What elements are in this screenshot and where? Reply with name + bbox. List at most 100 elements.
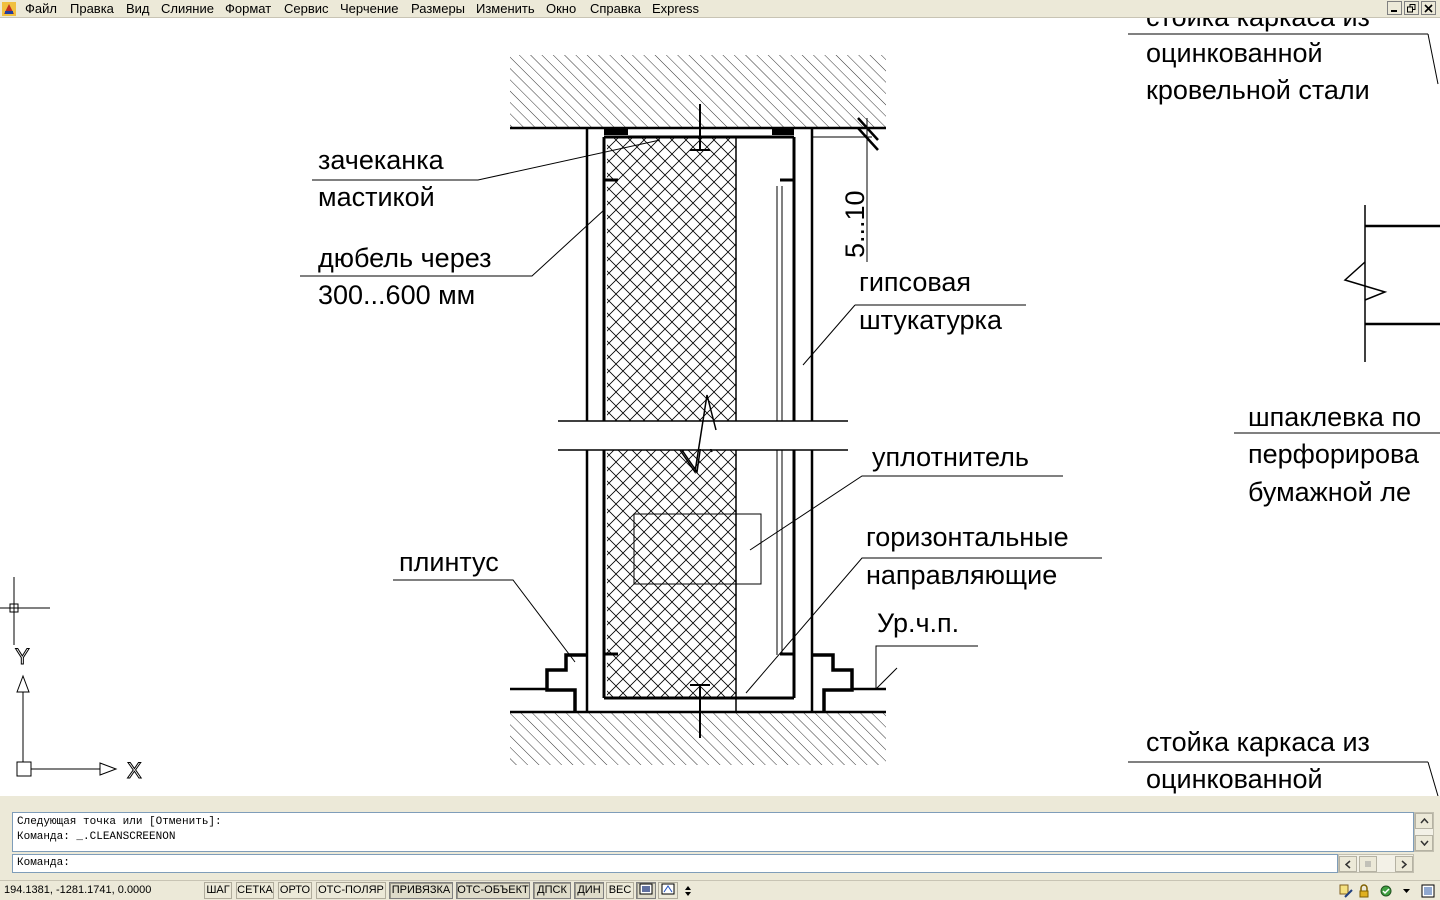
menu-service[interactable]: Сервис — [284, 1, 329, 16]
model-icon — [639, 883, 653, 895]
command-area: Следующая точка или [Отменить]: Команда:… — [0, 796, 1440, 880]
layout-toggle[interactable] — [658, 882, 678, 899]
minimize-button[interactable] — [1387, 1, 1402, 15]
label-uplotnitel: уплотнитель — [872, 442, 1029, 472]
status-menu-arrow[interactable] — [680, 883, 696, 898]
insulation-lower — [607, 450, 736, 698]
scroll-down-button[interactable] — [1415, 835, 1433, 851]
label-top-right-2: оцинкованной — [1146, 38, 1323, 68]
label-gorizont-1: горизонтальные — [866, 522, 1069, 552]
leader-lines — [300, 33, 1440, 796]
polar-toggle[interactable]: ОТС-ПОЛЯР — [316, 882, 386, 899]
chevron-down-icon — [1402, 888, 1410, 893]
model-toggle[interactable] — [636, 882, 656, 899]
command-vertical-scrollbar[interactable] — [1414, 812, 1434, 852]
chevron-left-icon — [1345, 859, 1351, 869]
command-prompt: Команда: — [17, 857, 70, 869]
command-horizontal-scrollbar[interactable] — [1338, 854, 1414, 873]
label-top-right-1: стойка каркаса из — [1146, 18, 1370, 32]
window-controls — [1387, 1, 1436, 15]
scroll-left-button[interactable] — [1339, 856, 1357, 872]
label-zachekanka-1: зачеканка — [318, 145, 445, 175]
dimension-label: 5...10 — [840, 190, 870, 258]
lock-button[interactable] — [1356, 883, 1372, 898]
ducs-toggle[interactable]: ДПСК — [533, 882, 571, 899]
chevron-right-icon — [1401, 859, 1407, 869]
ortho-toggle[interactable]: ОРТО — [278, 882, 312, 899]
close-button[interactable] — [1421, 1, 1436, 15]
status-bar: 194.1381, -1281.1741, 0.0000 ШАГ СЕТКА О… — [0, 880, 1440, 900]
label-dubel-2: 300...600 мм — [318, 280, 475, 310]
otrack-toggle[interactable]: ОТС-ОБЪЕКТ — [456, 882, 530, 899]
scroll-right-button[interactable] — [1395, 856, 1413, 872]
chevron-down-icon — [1419, 840, 1429, 846]
grip-icon — [1365, 861, 1371, 867]
menu-view[interactable]: Вид — [126, 1, 150, 16]
clean-screen-icon — [1421, 884, 1435, 897]
menu-modify[interactable]: Изменить — [476, 1, 535, 16]
snap-toggle[interactable]: ШАГ — [204, 882, 232, 899]
insulation-upper — [607, 137, 736, 421]
grid-toggle[interactable]: СЕТКА — [236, 882, 274, 899]
wall-layers — [585, 104, 814, 738]
label-shpaklevka-3: бумажной ле — [1248, 477, 1411, 507]
autocad-app-icon[interactable] — [2, 2, 16, 16]
layout-icon — [661, 883, 675, 895]
command-input[interactable]: Команда: — [12, 854, 1338, 873]
coordinates-readout[interactable]: 194.1381, -1281.1741, 0.0000 — [4, 884, 152, 896]
arrows-icon — [685, 885, 691, 896]
ucs-y-label: Y — [15, 644, 30, 669]
command-history[interactable]: Следующая точка или [Отменить]: Команда:… — [12, 812, 1414, 852]
menu-express[interactable]: Express — [652, 1, 699, 16]
label-gipsovaya-1: гипсовая — [859, 267, 971, 297]
ucs-x-label: X — [127, 758, 142, 783]
dimension-gap — [812, 117, 879, 262]
menu-dimensions[interactable]: Размеры — [411, 1, 466, 16]
restore-button[interactable] — [1404, 1, 1419, 15]
label-top-right-3: кровельной стали — [1146, 75, 1370, 105]
command-history-line: Команда: _.CLEANSCREENON — [17, 831, 176, 843]
restore-icon — [1407, 3, 1416, 12]
menu-window[interactable]: Окно — [546, 1, 577, 16]
lock-icon — [1359, 883, 1369, 897]
close-icon — [1424, 3, 1433, 13]
command-history-line: Следующая точка или [Отменить]: — [17, 816, 222, 828]
floor-slab-hatch — [510, 713, 886, 765]
label-gorizont-2: направляющие — [866, 560, 1057, 590]
scroll-thumb[interactable] — [1359, 856, 1377, 872]
osnap-toggle[interactable]: ПРИВЯЗКА — [389, 882, 453, 899]
baseboards — [545, 653, 854, 712]
menu-file[interactable]: Файл — [25, 1, 57, 16]
label-plintus: плинтус — [399, 547, 499, 577]
tray-menu-arrow[interactable] — [1398, 883, 1414, 898]
annotation-scale-button[interactable] — [1338, 883, 1354, 898]
annotation-icon — [1339, 884, 1353, 898]
menu-merge[interactable]: Слияние — [161, 1, 214, 16]
lineweight-toggle[interactable]: ВЕС — [606, 882, 634, 899]
menu-bar: Файл Правка Вид Слияние Формат Сервис Че… — [0, 0, 1440, 18]
break-line — [558, 394, 848, 475]
menu-draw[interactable]: Черчение — [340, 1, 399, 16]
label-urchp: Ур.ч.п. — [877, 608, 959, 638]
ucs-icon — [0, 577, 118, 777]
menu-help[interactable]: Справка — [590, 1, 641, 16]
chevron-up-icon — [1419, 818, 1429, 824]
drawing-svg[interactable]: 5...10 — [0, 18, 1440, 796]
tray-settings-button[interactable] — [1378, 883, 1394, 898]
label-dubel-1: дюбель через — [318, 243, 492, 273]
scroll-up-button[interactable] — [1415, 813, 1433, 829]
menu-format[interactable]: Формат — [225, 1, 272, 16]
label-gipsovaya-2: штукатурка — [859, 305, 1003, 335]
label-bottom-right-2: оцинкованной — [1146, 764, 1323, 794]
label-shpaklevka-2: перфорирова — [1248, 439, 1420, 469]
menu-edit[interactable]: Правка — [70, 1, 114, 16]
drawing-canvas[interactable]: 5...10 — [0, 18, 1440, 796]
minimize-icon — [1391, 9, 1397, 12]
label-zachekanka-2: мастикой — [318, 182, 435, 212]
ceiling-slab-hatch — [510, 55, 886, 127]
label-bottom-right-1: стойка каркаса из — [1146, 727, 1370, 757]
right-detail — [1343, 205, 1440, 362]
clean-screen-button[interactable] — [1420, 883, 1436, 898]
dyn-toggle[interactable]: ДИН — [574, 882, 604, 899]
settings-icon — [1380, 885, 1392, 896]
